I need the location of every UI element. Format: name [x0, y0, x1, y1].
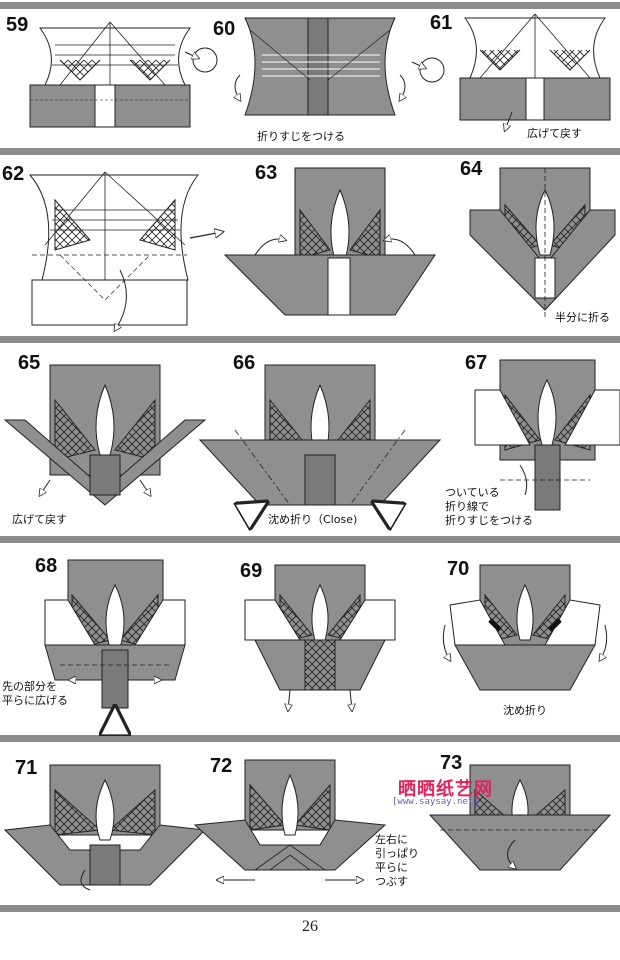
step-number: 64: [460, 158, 483, 180]
step-65-figure: [3, 364, 207, 506]
step-64-figure: [469, 167, 616, 320]
watermark-url: [www.saysay.net]: [392, 797, 479, 807]
step-number: 62: [2, 163, 25, 185]
step-72-figure: [193, 759, 387, 880]
step-63-figure: [223, 167, 436, 316]
step-number: 70: [447, 558, 470, 580]
watermark-logo: 晒晒纸艺网: [398, 779, 493, 800]
step-caption: 広げて戻す: [527, 127, 582, 140]
separator-band: [0, 536, 620, 543]
step-caption: 折りすじをつける: [257, 130, 345, 143]
separator-band: [0, 2, 620, 9]
step-68-figure: [44, 559, 186, 728]
rotate-symbol-icon: [411, 57, 445, 83]
step-66-figure: [198, 364, 442, 515]
step-caption: 半分に折る: [555, 311, 610, 324]
step-number: 59: [6, 14, 29, 36]
step-number: 71: [15, 757, 38, 779]
step-67-figure: [474, 359, 620, 511]
step-number: 72: [210, 755, 233, 777]
step-caption: 広げて戻す: [12, 513, 67, 526]
separator-band: [0, 148, 620, 155]
step-number: 61: [430, 12, 453, 34]
rotate-symbol-icon: [184, 47, 218, 73]
step-number: 69: [240, 560, 263, 582]
step-number: 67: [465, 352, 488, 374]
step-caption: 左右に 引っぱり 平らに つぶす: [375, 833, 419, 888]
step-caption: 先の部分を 平らに広げる: [2, 680, 68, 707]
step-number: 68: [35, 555, 58, 577]
step-70-figure: [442, 564, 608, 691]
step-number: 60: [213, 18, 236, 40]
step-73-figure: [428, 764, 612, 871]
step-number: 65: [18, 352, 41, 374]
step-71-figure: [3, 764, 207, 891]
page-number: 26: [302, 918, 318, 935]
separator-band: [0, 735, 620, 742]
step-60-figure: [235, 17, 405, 116]
step-59-figure: [29, 21, 191, 128]
step-62-figure: [28, 171, 222, 330]
separator-band: [0, 336, 620, 343]
step-69-figure: [244, 564, 396, 710]
step-number: 73: [440, 752, 463, 774]
step-61-figure: [459, 13, 611, 130]
step-caption: ついている 折り線で 折りすじをつける: [445, 486, 533, 527]
step-number: 66: [233, 352, 256, 374]
step-caption: 沈め折り: [503, 704, 547, 717]
separator-band: [0, 905, 620, 912]
step-caption: 沈め折り（Close): [268, 513, 358, 526]
step-number: 63: [255, 162, 278, 184]
